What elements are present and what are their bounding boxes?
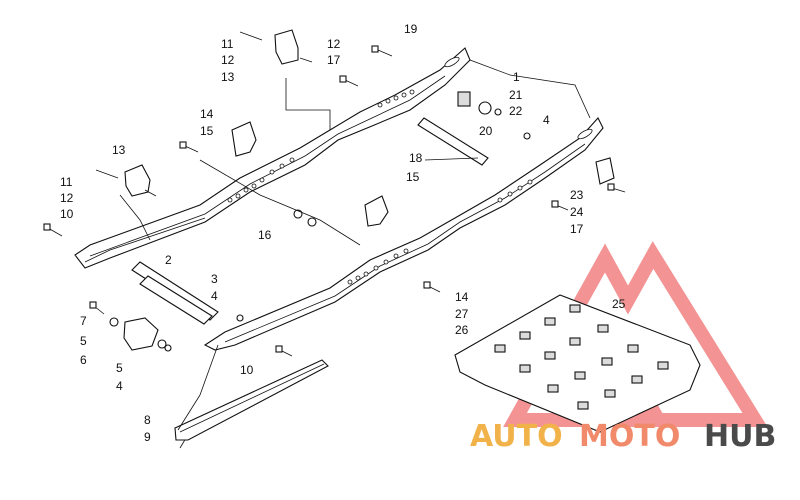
limiter-block-upper bbox=[274, 29, 299, 65]
callout-label: 11 bbox=[60, 175, 73, 189]
watermark-text-hub: HUB bbox=[704, 419, 776, 454]
callout-label: 5 bbox=[80, 334, 87, 348]
rail-left-holes bbox=[227, 56, 460, 203]
callout-label: 2 bbox=[165, 253, 172, 267]
watermark-text-auto: AUTO bbox=[470, 419, 563, 454]
callout-label: 15 bbox=[406, 170, 420, 184]
callout-label: 12 bbox=[221, 53, 235, 67]
callout-label: 23 bbox=[570, 188, 584, 202]
watermark-text: AUTO MOTO HUB bbox=[470, 419, 776, 454]
callout-label: 6 bbox=[80, 353, 87, 367]
callout-labels: 11 12 13 12 17 19 1 21 22 20 4 14 15 18 … bbox=[60, 22, 626, 444]
callout-label: 7 bbox=[80, 314, 87, 328]
callout-label: 8 bbox=[144, 413, 151, 427]
callout-label: 18 bbox=[409, 151, 423, 165]
callout-label: 16 bbox=[258, 228, 272, 242]
callout-label: 17 bbox=[327, 53, 341, 67]
track-clips bbox=[494, 304, 669, 410]
callout-label: 14 bbox=[455, 290, 469, 304]
callout-label: 17 bbox=[570, 222, 584, 236]
slide-rail-left bbox=[74, 47, 471, 269]
watermark-text-moto: MOTO bbox=[579, 419, 680, 454]
callout-label: 22 bbox=[509, 104, 523, 118]
callout-label: 4 bbox=[543, 113, 550, 127]
callout-label: 4 bbox=[116, 379, 123, 393]
callout-label: 13 bbox=[221, 70, 235, 84]
callout-label: 21 bbox=[509, 88, 523, 102]
wear-strip bbox=[174, 359, 329, 441]
bracket-15-lower bbox=[364, 195, 389, 227]
callout-label: 9 bbox=[144, 430, 151, 444]
callout-label: 14 bbox=[200, 107, 214, 121]
callout-label: 10 bbox=[240, 363, 254, 377]
leader-lines bbox=[119, 59, 591, 431]
callout-label: 15 bbox=[200, 124, 214, 138]
slide-rail-right bbox=[203, 117, 604, 351]
callout-label: 20 bbox=[479, 124, 493, 138]
hardware bbox=[43, 31, 626, 449]
callout-label: 19 bbox=[404, 22, 418, 36]
track-section bbox=[454, 294, 701, 433]
bracket-15-upper bbox=[231, 121, 257, 157]
callout-label: 25 bbox=[612, 297, 626, 311]
callout-label: 11 bbox=[221, 37, 234, 51]
rail-right-holes bbox=[347, 128, 593, 285]
callout-label: 1 bbox=[513, 70, 520, 84]
cross-shaft-front-3 bbox=[139, 275, 213, 325]
limiter-block-left bbox=[124, 164, 151, 197]
callout-label: 12 bbox=[327, 37, 341, 51]
callout-label: 4 bbox=[211, 289, 218, 303]
callout-label: 5 bbox=[116, 361, 123, 375]
callout-label: 24 bbox=[570, 205, 584, 219]
watermark-triangle-outer bbox=[503, 241, 768, 427]
callout-label: 10 bbox=[60, 207, 74, 221]
callout-label: 3 bbox=[211, 272, 218, 286]
bracket-23-right bbox=[595, 157, 615, 185]
callout-label: 27 bbox=[455, 307, 469, 321]
callout-label: 12 bbox=[60, 191, 74, 205]
cross-shaft-rear bbox=[417, 117, 489, 166]
callout-label: 13 bbox=[112, 143, 126, 157]
wheel-bracket-6 bbox=[123, 317, 159, 351]
callout-label: 26 bbox=[455, 323, 469, 337]
